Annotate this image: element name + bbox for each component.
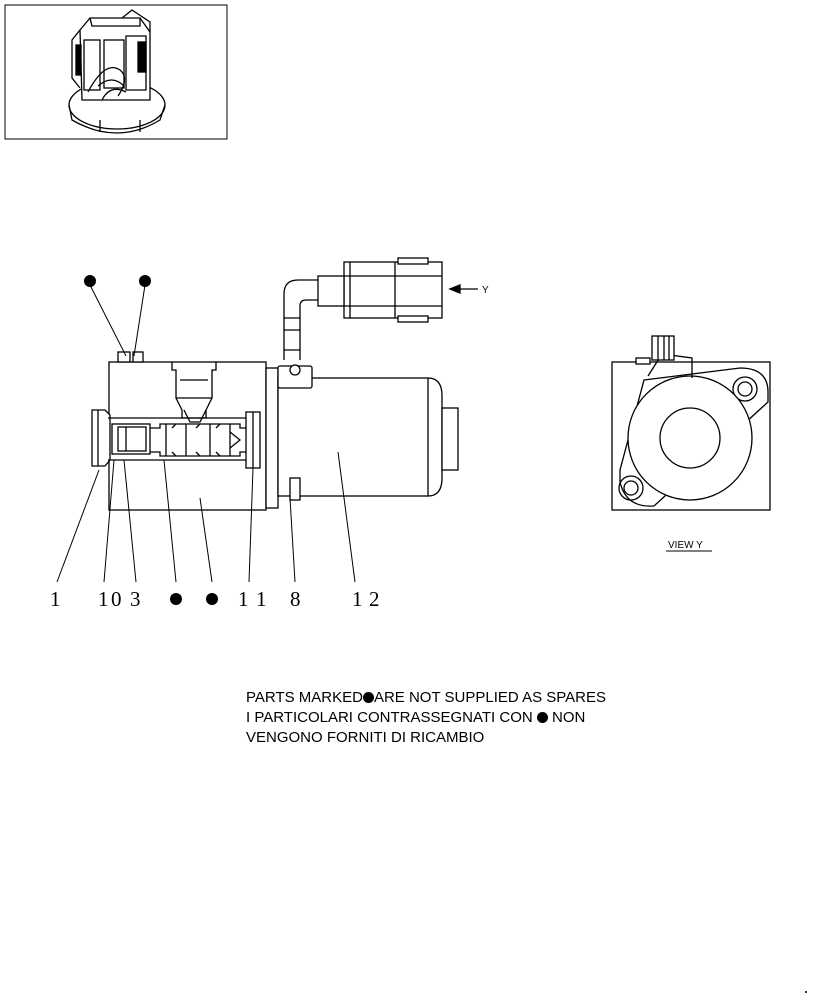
callout-number: 1: [256, 587, 267, 611]
callout-number: 1: [352, 587, 363, 611]
marker-dot: [206, 593, 218, 605]
callout-number: 0: [111, 587, 122, 611]
spares-note-line-2: I PARTICOLARI CONTRASSEGNATI CON NON: [246, 708, 585, 728]
callout-number: 1: [238, 587, 249, 611]
callout-number: 8: [290, 587, 301, 611]
marker-dot: [139, 275, 151, 287]
callout-number: 2: [369, 587, 380, 611]
electrical-connector: [283, 257, 443, 360]
view-arrow-label: Y: [482, 285, 489, 296]
callout-number: 1: [98, 587, 109, 611]
spares-note-line-3: VENGONO FORNITI DI RICAMBIO: [246, 728, 484, 748]
machine-thumbnail: [4, 4, 228, 140]
not-supplied-dot-icon: [362, 692, 374, 703]
marker-dot: [170, 593, 182, 605]
not-supplied-dot-icon: [536, 712, 548, 723]
callout-number: 1: [50, 587, 61, 611]
note-text: PARTS MARKED: [246, 689, 363, 706]
spares-note-line-1: PARTS MARKED ARE NOT SUPPLIED AS SPARES: [246, 688, 606, 708]
view-caption: VIEW Y: [668, 540, 703, 551]
note-text: ARE NOT SUPPLIED AS SPARES: [373, 689, 606, 706]
note-text: VENGONO FORNITI DI RICAMBIO: [246, 729, 485, 746]
marker-dot: [84, 275, 96, 287]
note-text: NON: [547, 709, 586, 726]
note-text: I PARTICOLARI CONTRASSEGNATI CON: [246, 709, 537, 726]
corner-speck: [805, 991, 807, 993]
not-supplied-markers: [84, 275, 218, 605]
callout-number: 3: [130, 587, 141, 611]
view-arrow: [448, 284, 478, 294]
leader-lines: [56, 284, 356, 583]
solenoid: [265, 364, 459, 509]
valve-block: [91, 351, 267, 511]
view-y-drawing: [611, 335, 771, 511]
